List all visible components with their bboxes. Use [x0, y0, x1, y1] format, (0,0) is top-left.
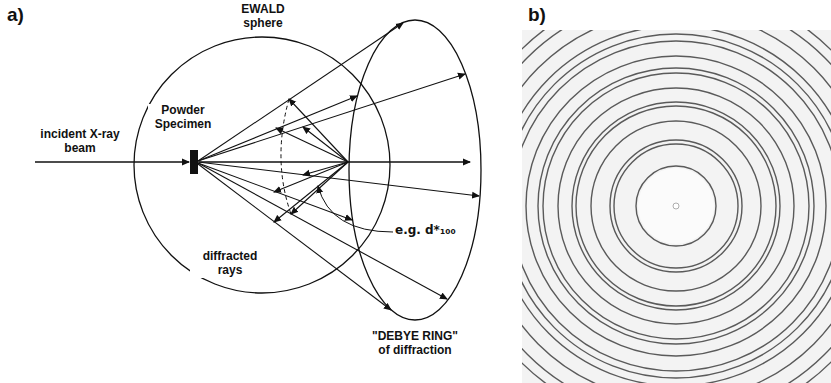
powder-ring-pattern	[522, 30, 831, 383]
panel-letter: a)	[6, 4, 25, 26]
powder-ring-pattern	[522, 30, 831, 383]
powder-ring-pattern	[576, 106, 776, 306]
leader-line	[318, 186, 393, 232]
powder-ring-pattern	[572, 102, 780, 310]
rays-label: diffracted rays	[190, 250, 270, 278]
reciprocal-vector	[276, 128, 348, 162]
powder-specimen	[190, 150, 198, 174]
vector-label: e.g. d*₁₀₀	[394, 224, 468, 238]
powder-ring-pattern	[610, 140, 742, 272]
powder-ring-pattern	[522, 30, 831, 383]
diffracted-ray	[198, 163, 352, 220]
ring-label: "DEBYE RING" of diffraction	[366, 330, 464, 358]
reciprocal-vector	[274, 162, 348, 192]
powder-ring-pattern	[522, 30, 831, 383]
debye-cone-ellipse	[349, 20, 481, 320]
powder-ring-pattern	[538, 68, 814, 344]
powder-ring-pattern	[638, 168, 714, 244]
specimen-label: Powder Specimen	[148, 104, 218, 132]
sphere-label: EWALD sphere	[231, 3, 295, 31]
ewald-sphere	[134, 37, 390, 293]
powder-ring-pattern	[558, 88, 794, 324]
powder-ring-pattern	[543, 73, 809, 339]
x-ray-beam	[35, 161, 189, 162]
x-ray-beam	[35, 161, 470, 162]
panel-letter: b)	[527, 4, 547, 26]
reciprocal-vector	[291, 162, 348, 214]
reciprocal-vector	[289, 99, 348, 162]
powder-ring-pattern	[614, 144, 738, 268]
diffracted-ray	[198, 96, 357, 161]
powder-ring-pattern	[673, 203, 679, 209]
reciprocal-vector	[274, 99, 348, 222]
powder-ring-pattern	[522, 34, 831, 378]
powder-ring-pattern	[526, 56, 826, 356]
beam-label: incident X-ray beam	[38, 128, 122, 156]
powder-specimen	[190, 150, 198, 174]
diffracted-ray	[198, 23, 403, 161]
powder-ring-pattern	[591, 121, 761, 291]
powder-ring-pattern	[522, 30, 831, 383]
diffracted-ray	[198, 74, 465, 161]
powder-ring-pattern	[636, 166, 716, 246]
leader-line	[318, 186, 393, 232]
x-ray-beam	[199, 161, 470, 162]
ewald-sphere	[134, 37, 390, 293]
powder-ring-pattern	[522, 30, 831, 383]
reciprocal-vector	[274, 162, 348, 222]
debye-cone-ellipse	[349, 20, 481, 320]
powder-ring-pattern	[522, 41, 831, 371]
diffracted-ray	[198, 164, 391, 310]
